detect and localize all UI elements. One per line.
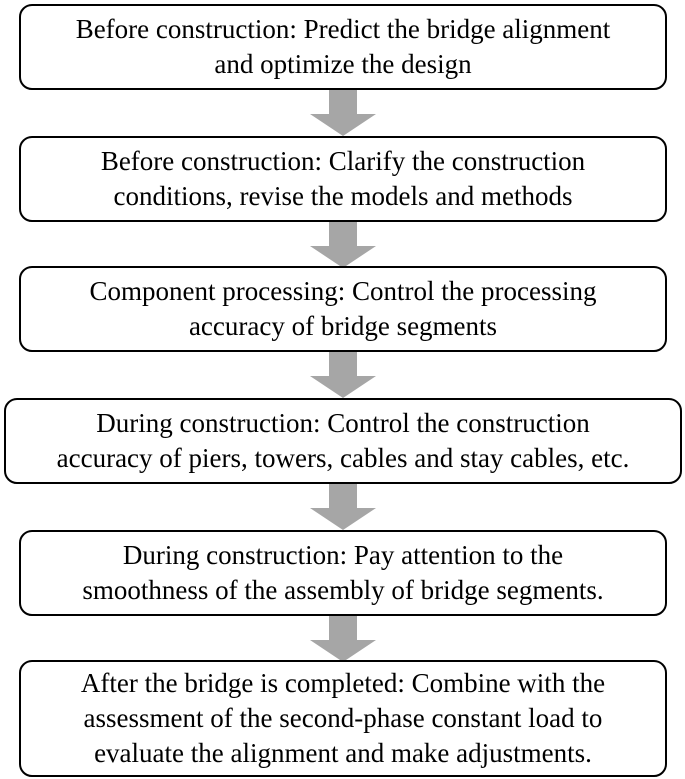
step-6-line-1: After the bridge is completed: Combine w… [80, 668, 606, 698]
step-5-line-1: During construction: Pay attention to th… [122, 540, 564, 570]
step-5-line-2: smoothness of the assembly of bridge seg… [82, 575, 604, 605]
step-2-line-2: conditions, revise the models and method… [113, 181, 573, 211]
step-box-5: During construction: Pay attention to th… [19, 530, 667, 616]
down-arrow-icon [310, 90, 376, 136]
step-1-line-2: and optimize the design [214, 49, 472, 79]
step-4-line-2: accuracy of piers, towers, cables and st… [56, 443, 630, 473]
step-box-3: Component processing: Control the proces… [19, 266, 667, 352]
down-arrow-icon [310, 616, 376, 662]
step-2-line-1: Before construction: Clarify the constru… [100, 146, 586, 176]
step-4-line-1: During construction: Control the constru… [96, 408, 590, 438]
step-3-line-2: accuracy of bridge segments [188, 311, 498, 341]
down-arrow-icon [310, 352, 376, 398]
step-box-6: After the bridge is completed: Combine w… [19, 660, 667, 777]
down-arrow-icon [310, 484, 376, 530]
step-box-1: Before construction: Predict the bridge … [19, 4, 667, 90]
step-1-line-1: Before construction: Predict the bridge … [75, 14, 611, 44]
down-arrow-icon [310, 222, 376, 268]
step-3-line-1: Component processing: Control the proces… [89, 276, 597, 306]
step-box-4: During construction: Control the constru… [4, 398, 682, 484]
step-6-line-3: evaluate the alignment and make adjustme… [94, 738, 592, 768]
step-box-2: Before construction: Clarify the constru… [19, 136, 667, 222]
step-6-line-2: assessment of the second-phase constant … [83, 703, 603, 733]
